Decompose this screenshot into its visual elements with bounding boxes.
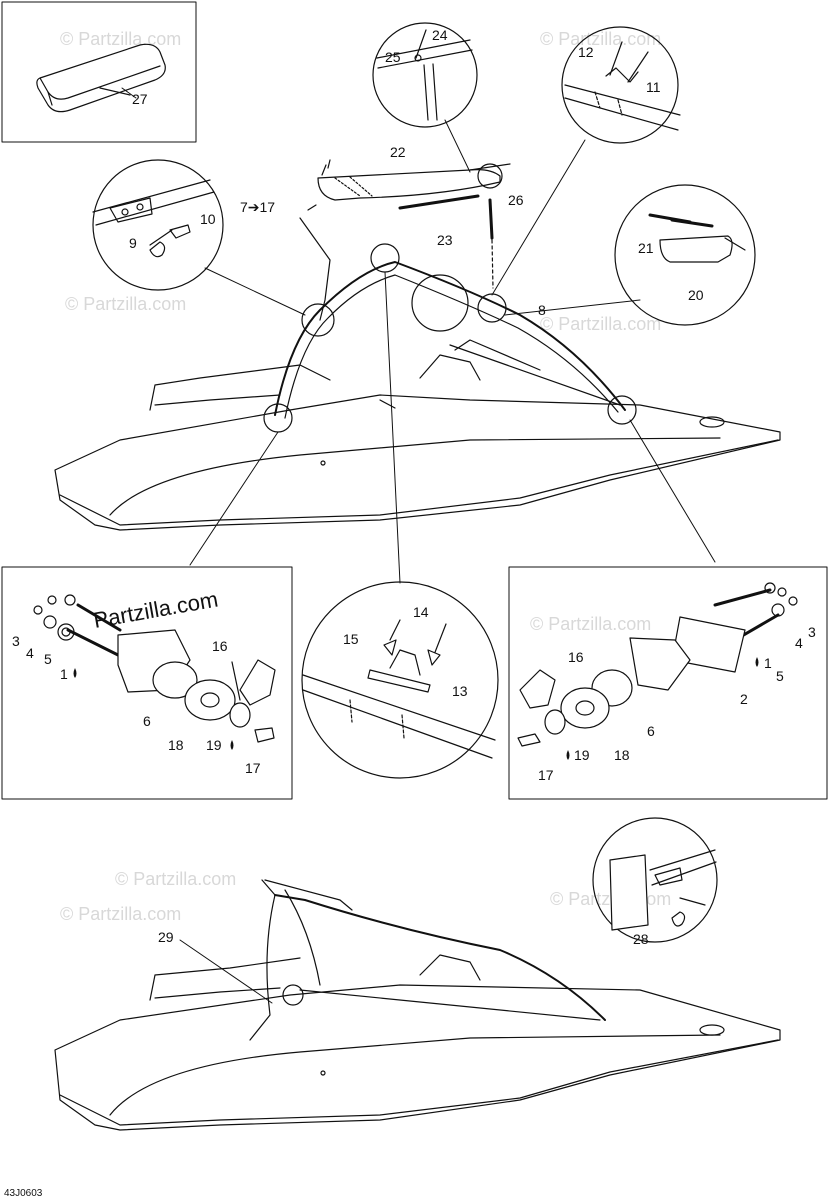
callout-label: 18 [614,747,630,763]
boat-top-view [54,204,781,531]
watermark: © Partzilla.com [60,29,181,49]
detail-circle-9-10 [92,159,224,291]
canopy-assembly-22 [317,159,511,289]
watermark: © Partzilla.com [530,614,651,634]
callout-label: 28 [633,931,649,947]
detail-circle-13-15 [301,581,499,779]
drop-icon [73,668,77,678]
drop-icon [230,740,234,750]
leader-lines [121,87,716,584]
callout-label: 18 [168,737,184,753]
callout-label: 29 [158,929,174,945]
callout-label: 8 [538,302,546,318]
callout-label: 6 [143,713,151,729]
callout-label: 6 [647,723,655,739]
drop-icon [755,657,759,667]
callout-label: 5 [44,651,52,667]
callout-label: 1 [764,655,772,671]
callout-label: 19 [206,737,222,753]
callout-label: 4 [795,635,803,651]
callout-label: 1 [60,666,68,682]
callout-label: 23 [437,232,453,248]
callout-label: 12 [578,44,594,60]
callout-label: 13 [452,683,468,699]
callout-label: 21 [638,240,654,256]
detail-circle-28 [592,817,718,943]
callout-label: 16 [568,649,584,665]
callout-label: 24 [432,27,448,43]
callout-label: 19 [574,747,590,763]
callout-label: 27 [132,91,148,107]
callout-label: 22 [390,144,406,160]
detail-circle-11-12 [561,26,681,144]
callout-label: 7➔17 [240,199,275,215]
callout-label: 3 [808,624,816,640]
callout-label: 25 [385,49,401,65]
watermark: © Partzilla.com [65,294,186,314]
drop-icon [566,750,570,760]
diagram-code: 43J0603 [4,1188,43,1199]
callout-labels: 27 24 25 12 11 22 26 23 7➔17 10 9 21 20 … [4,27,816,1199]
callout-label: 14 [413,604,429,620]
watermark: © Partzilla.com [60,904,181,924]
detail-box-cushion-27 [1,1,197,143]
watermark: © Partzilla.com [540,29,661,49]
callout-label: 15 [343,631,359,647]
adhesive-drop-icons [73,657,759,760]
callout-label: 17 [538,767,554,783]
callout-label: 11 [646,79,661,95]
detail-circle-20-21 [614,184,756,326]
callout-label: 9 [129,235,137,251]
callout-label: 4 [26,645,34,661]
callout-label: 20 [688,287,704,303]
callout-label: 16 [212,638,228,654]
detail-box-right-hardware [508,566,828,800]
callout-label: 10 [200,211,216,227]
watermark: © Partzilla.com [540,314,661,334]
callout-label: 3 [12,633,20,649]
callout-label: 17 [245,760,261,776]
detail-box-left-hardware [1,566,293,800]
boat-lower-view [54,879,781,1131]
detail-circle-24-25 [372,22,478,128]
callout-label: 26 [508,192,524,208]
callout-label: 5 [776,668,784,684]
watermark: © Partzilla.com [115,869,236,889]
callout-label: 2 [740,691,748,707]
